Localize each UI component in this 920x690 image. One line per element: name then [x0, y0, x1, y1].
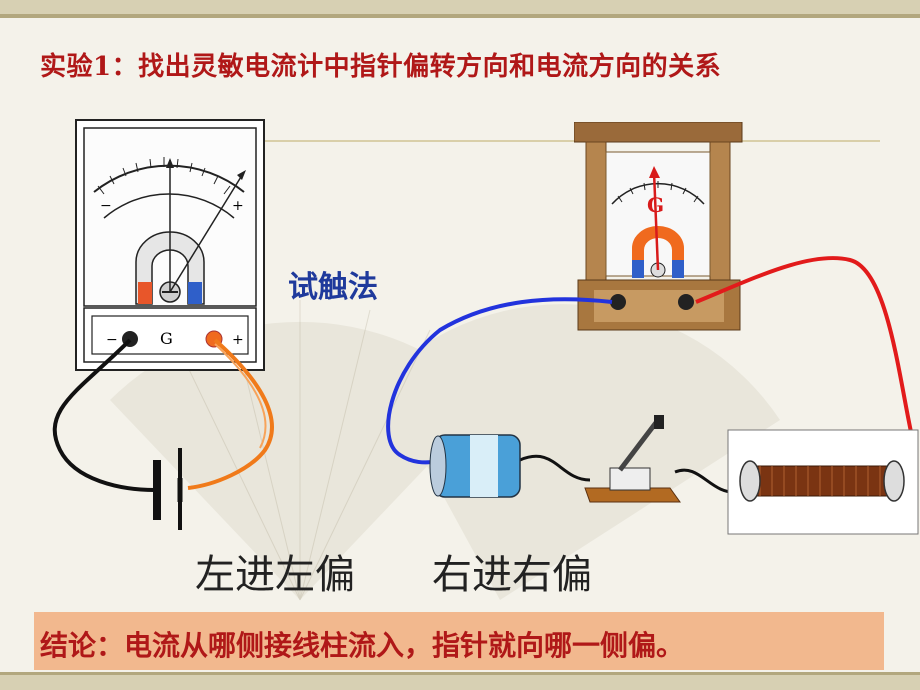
svg-text:+: +: [232, 332, 244, 348]
conclusion-text: 结论：电流从哪侧接线柱流入，指针就向哪一侧偏。: [40, 629, 685, 662]
svg-text:−: −: [106, 332, 118, 348]
method-label: 试触法: [288, 270, 378, 305]
rule-left: 左进左偏: [195, 552, 355, 598]
battery-circuit: [52, 338, 274, 530]
conclusion-highlight: [34, 612, 884, 670]
svg-text:G: G: [160, 329, 173, 348]
svg-text:−: −: [100, 198, 112, 214]
rule-right: 右进右偏: [432, 552, 592, 598]
svg-text:+: +: [232, 198, 244, 214]
page-title: 实验1：找出灵敏电流计中指针偏转方向和电流方向的关系: [40, 52, 722, 82]
wooden-galvanometer: G: [574, 122, 743, 331]
svg-text:G: G: [647, 193, 664, 217]
galvanometer-schematic: − + − G +: [75, 119, 265, 371]
right-circuit: [386, 256, 919, 535]
